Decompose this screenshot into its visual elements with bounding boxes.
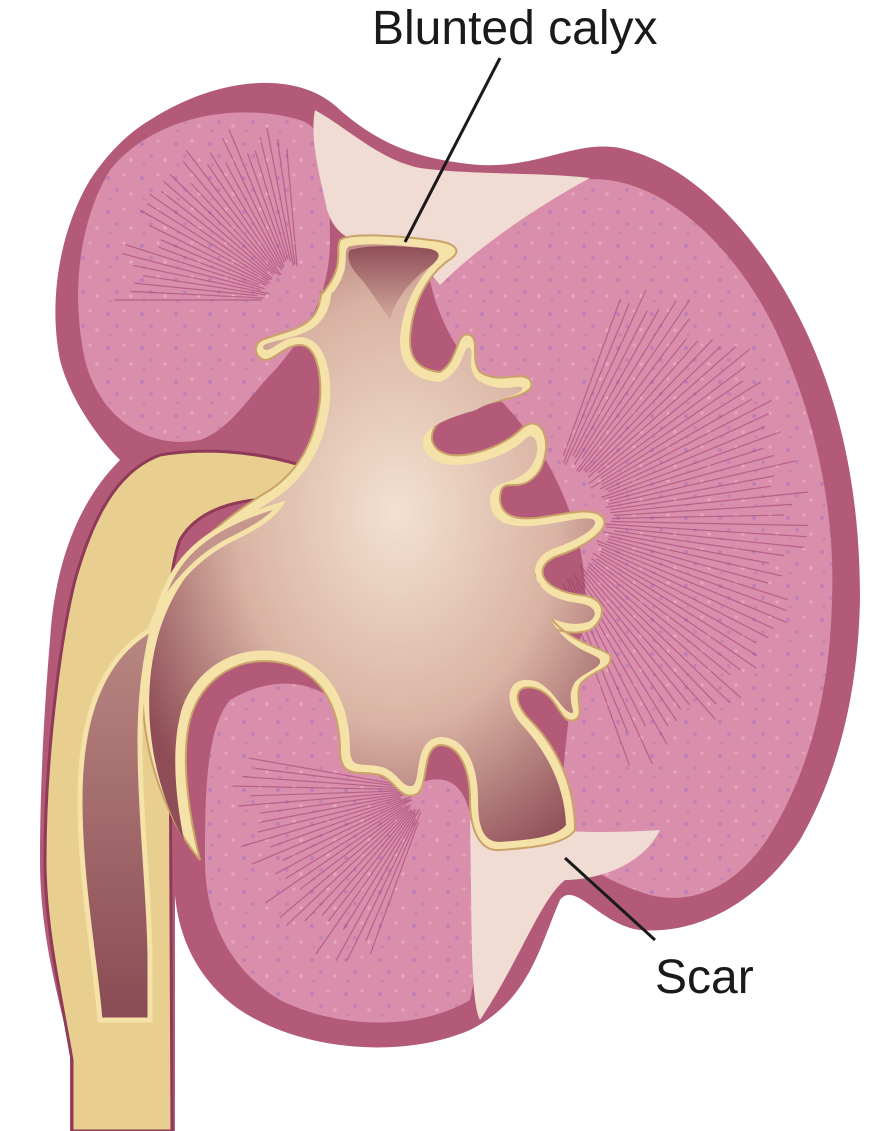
blunted-calyx-label: Blunted calyx [372,2,658,55]
scar-label: Scar [655,951,754,1004]
